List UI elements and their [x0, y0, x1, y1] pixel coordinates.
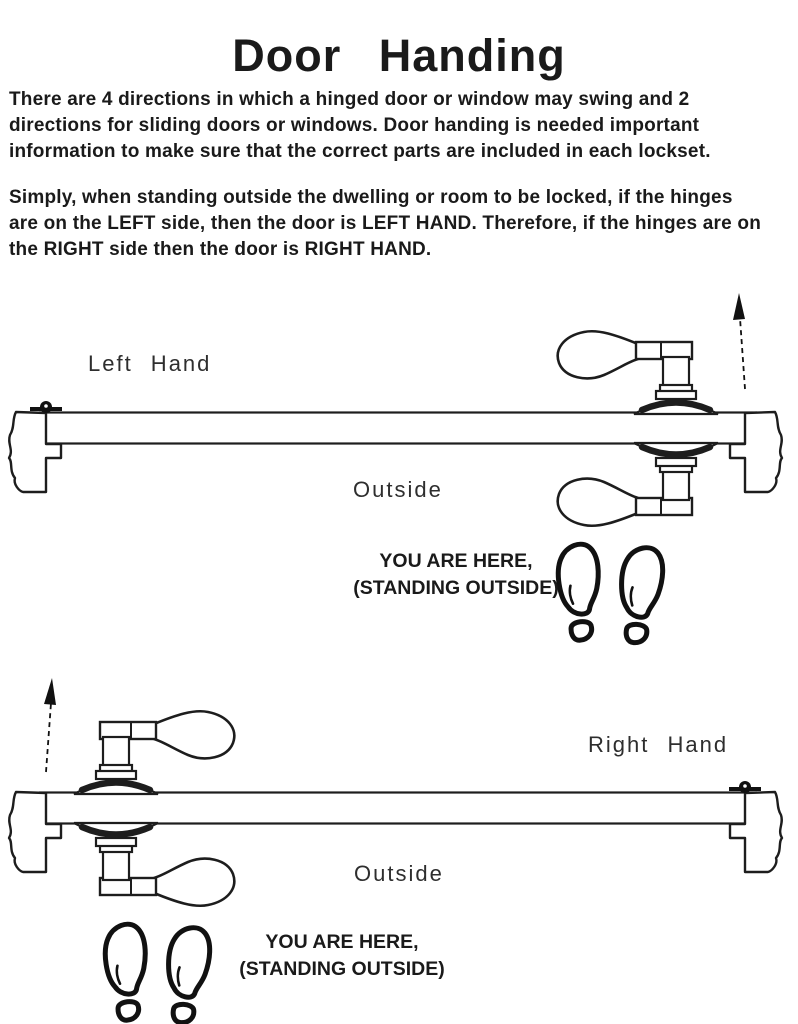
text-line: directions for sliding doors or windows.… — [9, 115, 700, 136]
intro-paragraph-1: There are 4 directions in which a hinged… — [9, 87, 711, 165]
footprints-icon — [103, 923, 212, 1024]
door-panel — [38, 791, 758, 825]
hinge-icon — [729, 781, 761, 793]
text-line: YOU ARE HERE, — [265, 931, 419, 953]
hinge-icon — [30, 401, 62, 413]
lever-handle-icon — [558, 331, 718, 414]
page-title: Door Handing — [232, 30, 566, 82]
outside-label: Outside — [353, 477, 443, 502]
you-are-here-caption: YOU ARE HERE, (STANDING OUTSIDE) — [340, 548, 572, 601]
lever-handle-icon — [558, 443, 718, 526]
text-line: YOU ARE HERE, — [379, 550, 533, 572]
lever-handle-icon — [74, 711, 234, 794]
intro-paragraph-2: Simply, when standing outside the dwelli… — [9, 185, 761, 263]
you-are-here-caption: YOU ARE HERE, (STANDING OUTSIDE) — [226, 929, 458, 982]
door-panel — [38, 411, 758, 445]
text-line: Simply, when standing outside the dwelli… — [9, 187, 733, 208]
outside-label: Outside — [354, 861, 444, 886]
right-hand-door-diagram — [7, 678, 784, 906]
swing-arrow-icon — [44, 678, 56, 773]
right-hand-label: Right Hand — [588, 732, 729, 757]
text-line: information to make sure that the correc… — [9, 141, 711, 162]
swing-arrow-icon — [733, 293, 746, 390]
left-hand-label: Left Hand — [88, 351, 212, 376]
text-line: There are 4 directions in which a hinged… — [9, 89, 690, 110]
lever-handle-icon — [74, 823, 234, 906]
left-hand-door-diagram — [7, 293, 784, 526]
text-line: are on the LEFT side, then the door is L… — [9, 213, 761, 234]
text-line: (STANDING OUTSIDE) — [239, 957, 445, 980]
text-line: (STANDING OUTSIDE) — [353, 576, 559, 599]
text-line: the RIGHT side then the door is RIGHT HA… — [9, 239, 432, 260]
